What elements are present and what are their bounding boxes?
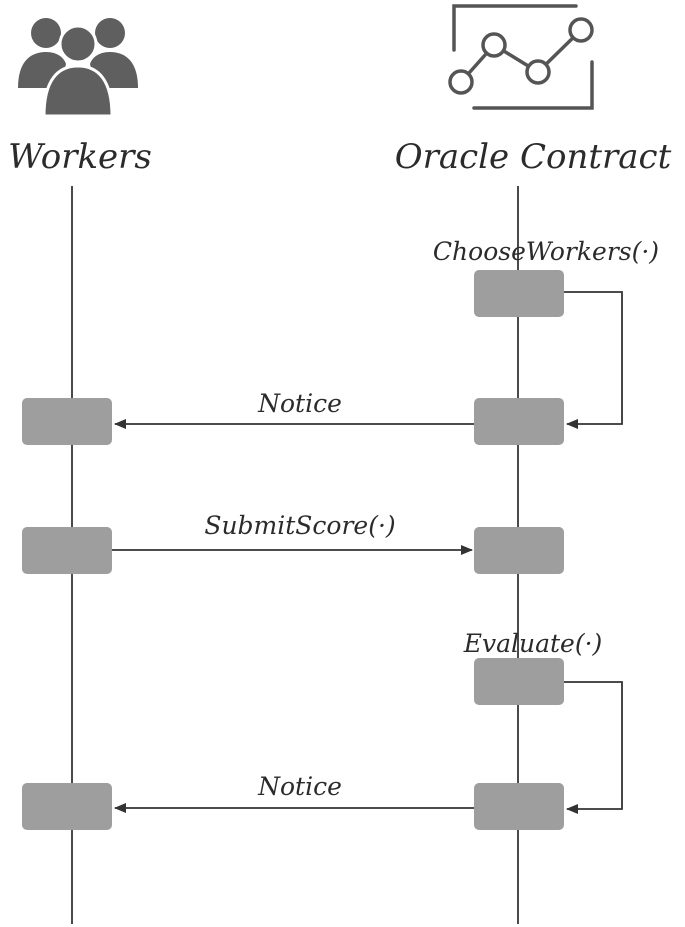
oracle-activation-box — [474, 270, 564, 317]
oracle-activation-box — [474, 527, 564, 574]
evaluate-self-arrow — [564, 681, 623, 814]
choose-workers-label: ChooseWorkers(·) — [433, 237, 659, 266]
submit-score-label: SubmitScore(·) — [204, 511, 395, 540]
evaluate-label: Evaluate(·) — [463, 629, 603, 658]
notice-label: Notice — [257, 389, 342, 418]
oracle-activation-box — [474, 658, 564, 705]
oracle-contract-label: Oracle Contract — [395, 137, 672, 177]
choose-workers-self-arrow — [564, 291, 623, 429]
workers-activation-box — [22, 783, 112, 830]
users-group-icon — [18, 18, 138, 118]
workers-label: Workers — [8, 137, 152, 177]
workers-activation-box — [22, 398, 112, 445]
notice-label: Notice — [257, 772, 342, 801]
line-chart-icon — [448, 4, 594, 110]
oracle-activation-box — [474, 783, 564, 830]
workers-activation-box — [22, 527, 112, 574]
oracle-activation-box — [474, 398, 564, 445]
